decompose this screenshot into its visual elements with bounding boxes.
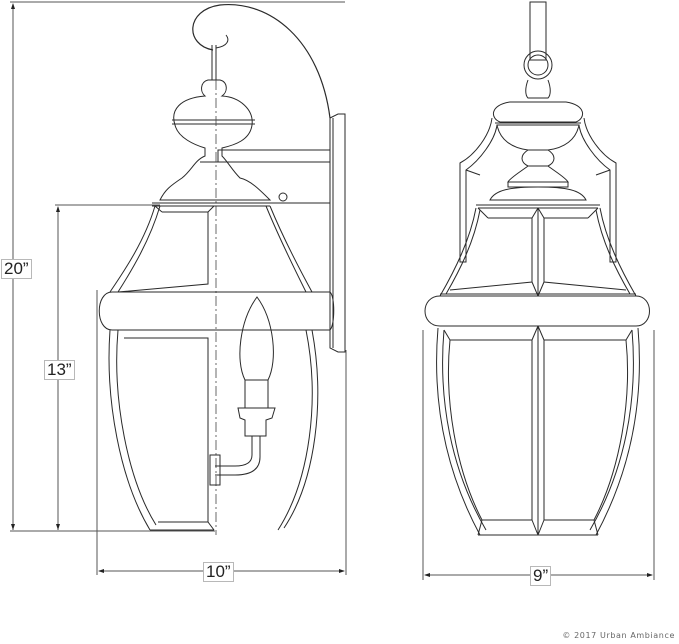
- front-view-lantern: [424, 1, 650, 536]
- side-view-lantern: [98, 4, 346, 535]
- copyright-text: © 2017 Urban Ambiance: [562, 631, 675, 640]
- side-depth-label: 10”: [203, 562, 234, 582]
- overall-height-label: 20”: [1, 259, 32, 279]
- dimension-lines: [10, 1, 655, 580]
- lantern-height-label: 13”: [44, 360, 75, 380]
- front-width-label: 9”: [530, 566, 552, 586]
